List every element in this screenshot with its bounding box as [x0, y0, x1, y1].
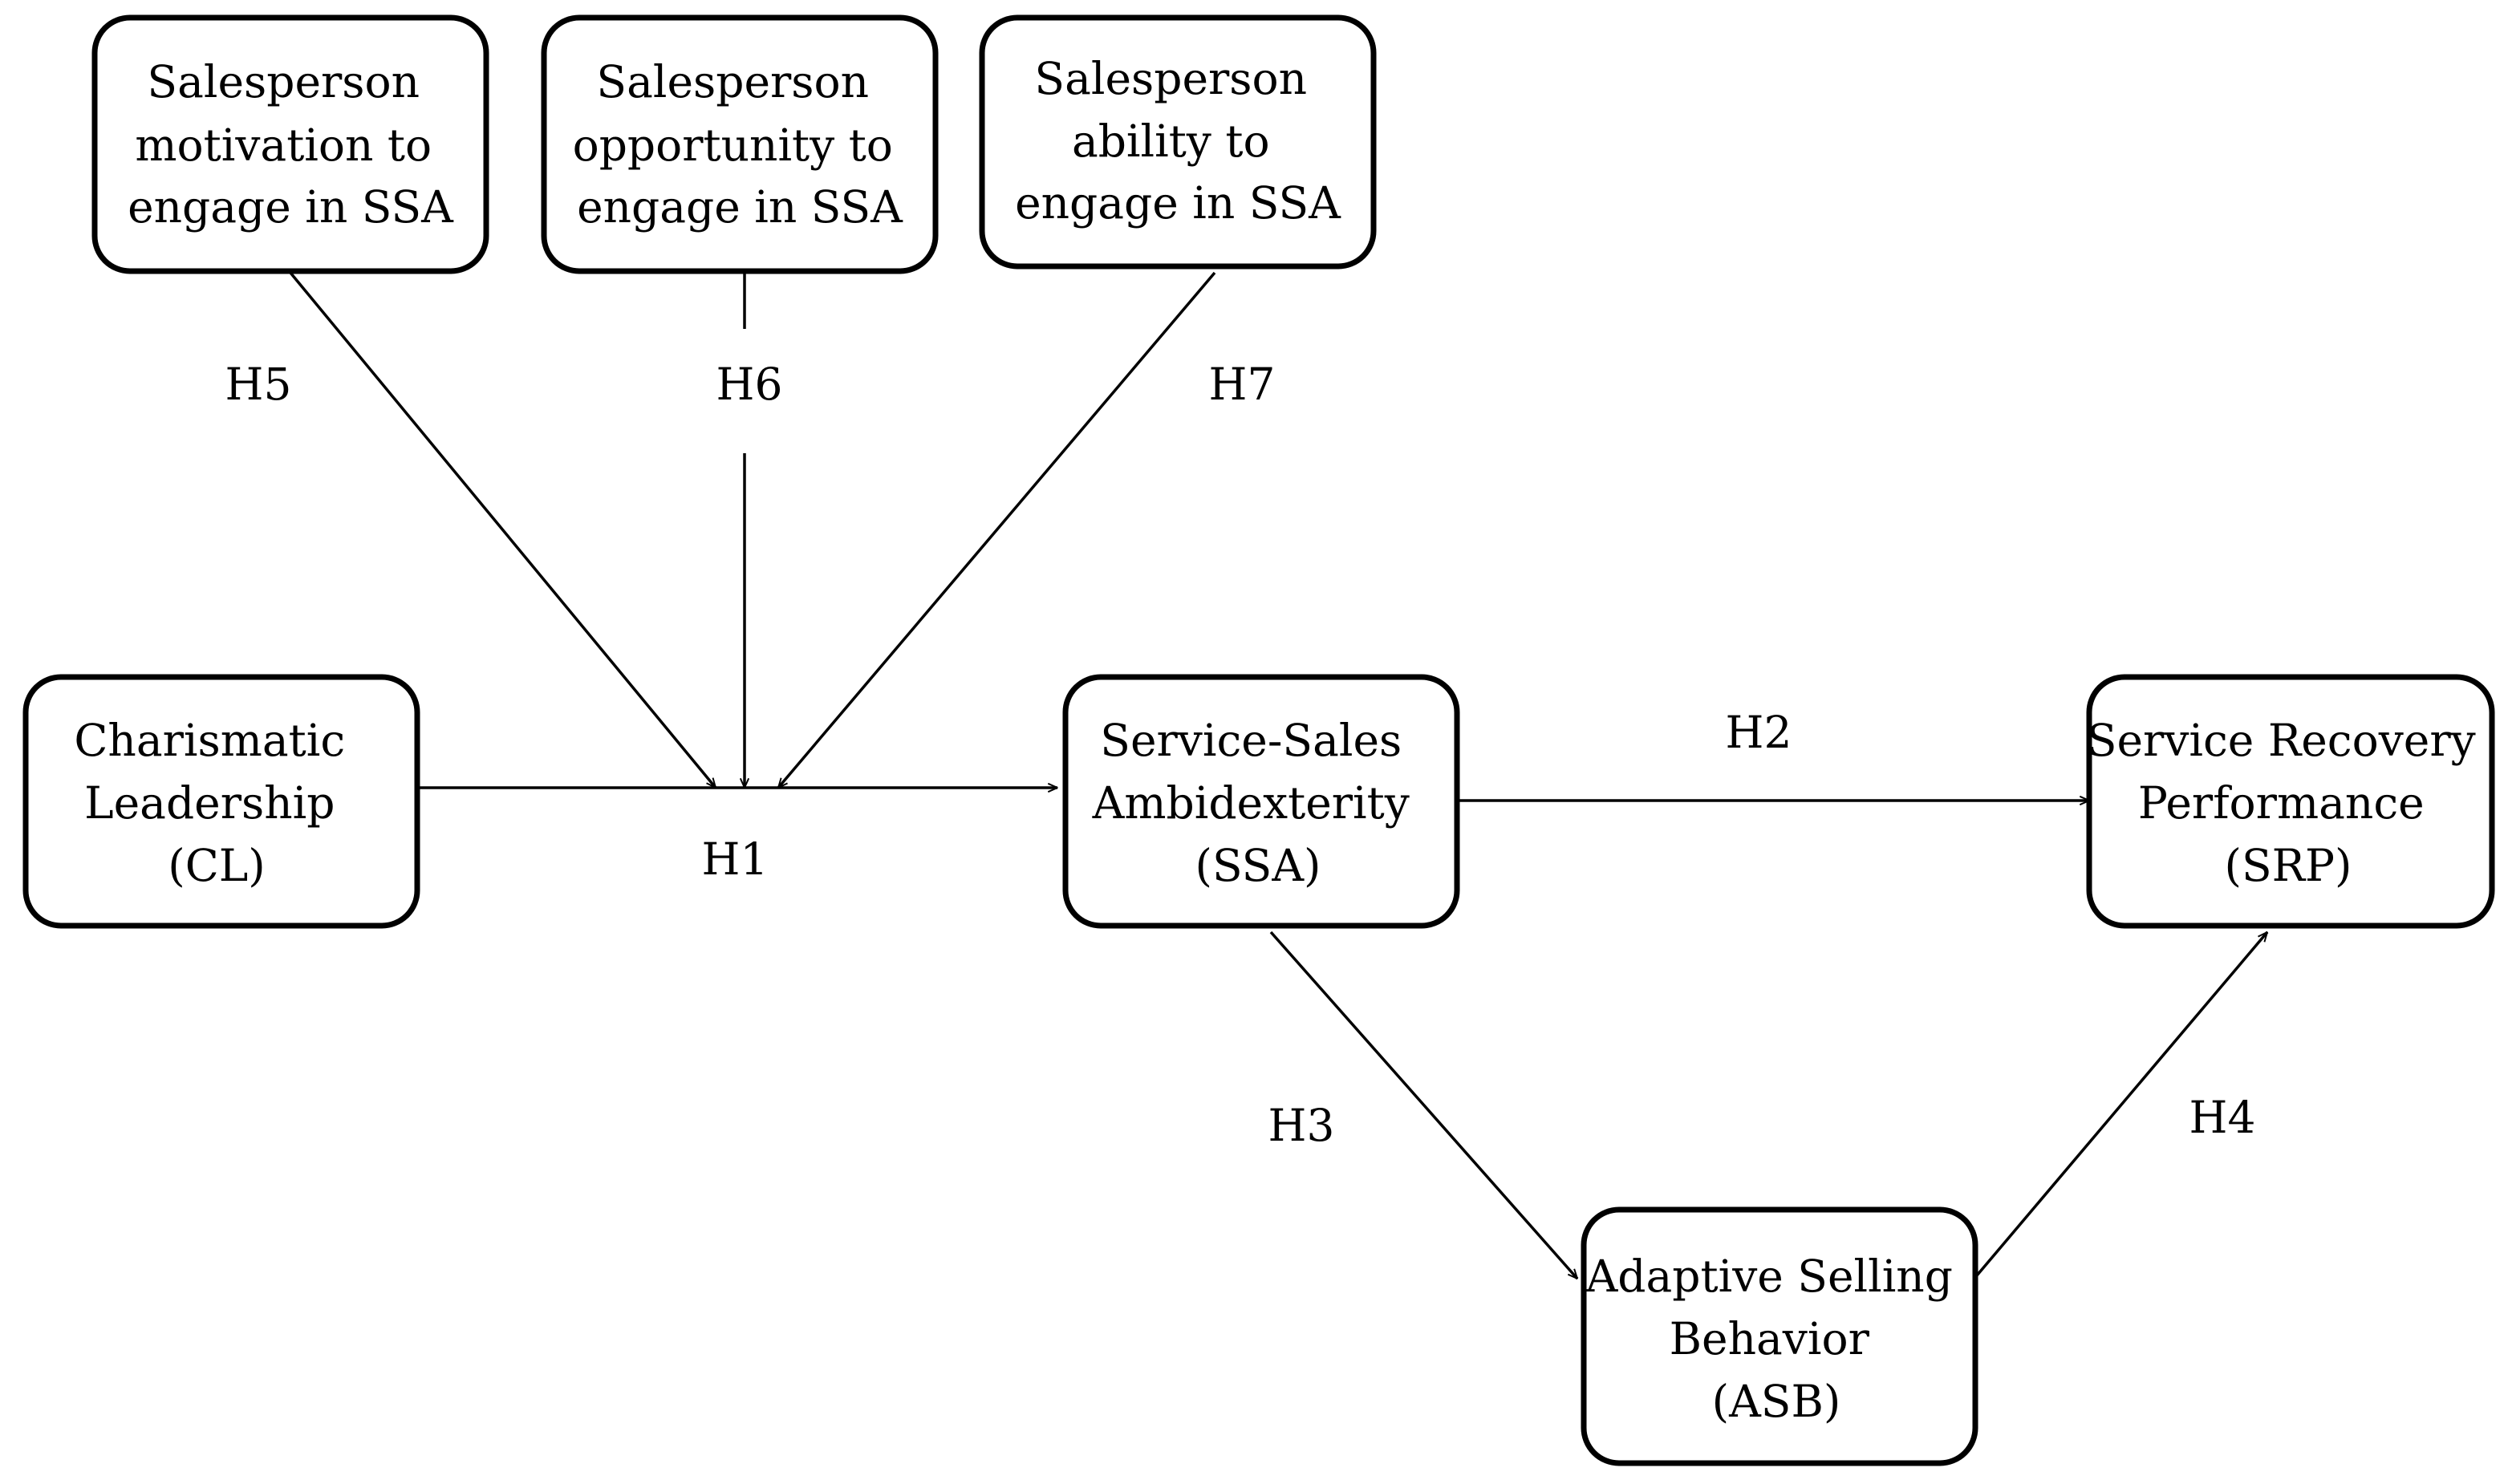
svg-text:Salesperson motivation t: Salesperson motivation to engage in SSA — [128, 56, 454, 233]
node-motivation-line-1: Salesperson — [147, 56, 420, 107]
svg-text:Service-Sales Ambidexter: Service-Sales Ambidexterity (SSA) — [1092, 715, 1424, 891]
node-adaptive-selling-behavior: Adaptive Selling Behavior (ASB) — [1581, 1206, 1978, 1466]
svg-text:Adaptive Selling Behavio: Adaptive Selling Behavior (ASB) — [1585, 1251, 1967, 1427]
node-motivation-line-3: engage in SSA — [128, 181, 454, 233]
node-srp-line-1: Service Recovery — [2087, 715, 2476, 766]
hypothesis-label-h7: H7 — [1209, 359, 1276, 410]
svg-text:Charismatic Leadership: Charismatic Leadership (CL) — [74, 715, 359, 891]
node-ssa-line-2: Ambidexterity — [1092, 777, 1410, 829]
node-opportunity-line-2: opportunity to — [573, 120, 893, 171]
node-asb-line-2: Behavior — [1670, 1313, 1870, 1364]
svg-text:Salesperson opportunity: Salesperson opportunity to engage in SSA — [573, 56, 907, 233]
node-opportunity: Salesperson opportunity to engage in SSA — [541, 14, 939, 274]
node-cl-line-2: Leadership — [84, 777, 335, 829]
node-motivation: Salesperson motivation to engage in SSA — [91, 14, 489, 274]
node-opportunity-line-1: Salesperson — [596, 56, 869, 107]
node-ssa-line-1: Service-Sales — [1100, 715, 1402, 766]
svg-text:Salesperson ability to: Salesperson ability to engage in SSA — [1015, 53, 1341, 229]
hypothesis-label-h1: H1 — [702, 833, 769, 885]
node-cl-line-1: Charismatic — [74, 715, 345, 766]
node-srp-line-3: (SRP) — [2224, 840, 2352, 891]
node-asb-line-1: Adaptive Selling — [1585, 1251, 1953, 1302]
edge-ability-to-h1 — [778, 271, 1216, 788]
hypothesis-label-h3: H3 — [1268, 1100, 1335, 1151]
node-ability-line-1: Salesperson — [1034, 53, 1307, 104]
node-charismatic-leadership: Charismatic Leadership (CL) — [22, 674, 420, 929]
svg-text:Service Recovery Perform: Service Recovery Performance (SRP) — [2087, 715, 2490, 891]
node-srp-line-2: Performance — [2138, 777, 2425, 829]
node-ability: Salesperson ability to engage in SSA — [979, 14, 1377, 270]
node-cl-line-3: (CL) — [168, 840, 266, 891]
node-ability-line-2: ability to — [1072, 116, 1270, 167]
edge-asb-to-srp — [1975, 932, 2267, 1277]
node-motivation-line-2: motivation to — [135, 120, 432, 171]
edge-ssa-to-asb — [1269, 931, 1577, 1279]
hypothesis-label-h2: H2 — [1726, 707, 1792, 758]
node-opportunity-line-3: engage in SSA — [577, 181, 903, 233]
node-ability-line-3: engage in SSA — [1015, 177, 1341, 229]
node-service-recovery-performance: Service Recovery Performance (SRP) — [2086, 674, 2495, 929]
hypothesis-label-h4: H4 — [2189, 1092, 2256, 1143]
edge-motivation-to-h1 — [289, 271, 716, 788]
node-ssa-line-3: (SSA) — [1195, 840, 1321, 891]
hypothesis-label-h5: H5 — [225, 359, 292, 410]
node-service-sales-ambidexterity: Service-Sales Ambidexterity (SSA) — [1062, 674, 1460, 929]
hypothesis-label-h6: H6 — [716, 359, 783, 410]
node-asb-line-3: (ASB) — [1712, 1376, 1841, 1427]
